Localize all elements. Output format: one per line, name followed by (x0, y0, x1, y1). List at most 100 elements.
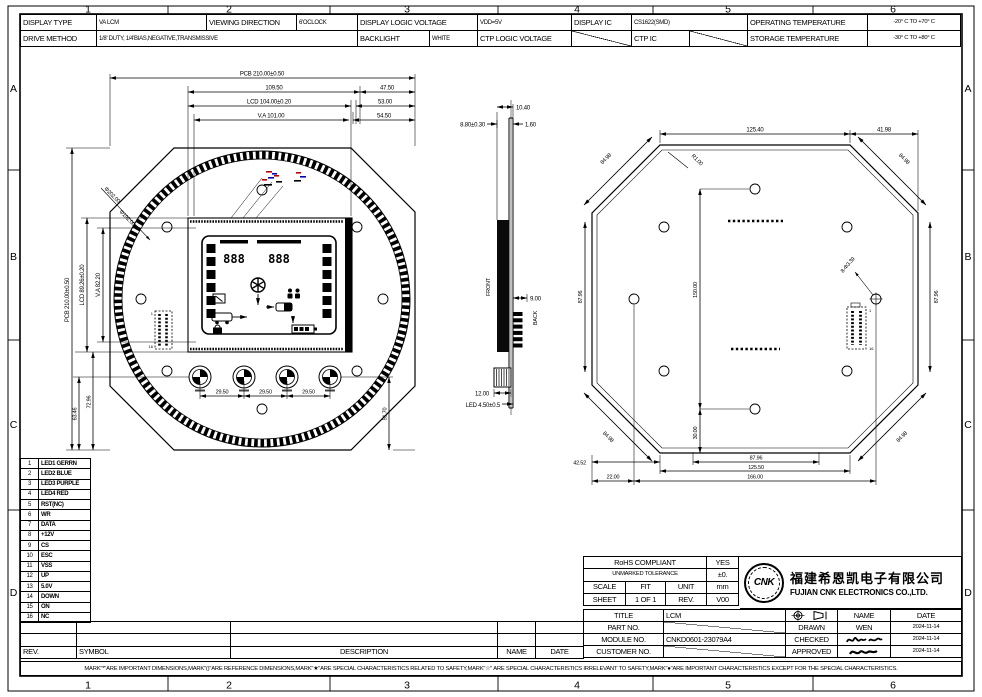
rev-value: V00 (707, 593, 739, 606)
tolerance-value: ±0. (707, 569, 739, 582)
revision-date-header: DATE (536, 646, 584, 659)
dim-label: V.A 82.20 (96, 272, 102, 297)
zone-row: B (10, 251, 17, 263)
side-dimension-labels: 10.40 8.80±0.30 1.60 FRONT BACK 9.00 12.… (460, 106, 542, 410)
side-back-label: BACK (533, 310, 539, 325)
pin-name: WR (39, 510, 91, 521)
dim-label: 12.00 (475, 392, 490, 398)
dim-label: PCB 210.00±0.50 (240, 72, 285, 78)
zone-row: B (964, 251, 971, 263)
dim-label: 8.80±0.30 (460, 123, 486, 129)
back-dimension-lines (583, 132, 932, 483)
sheet-label: SHEET (584, 593, 626, 606)
pin-no: 11 (21, 561, 39, 572)
charger-icon (212, 293, 226, 304)
revision-empty-cell (498, 634, 536, 647)
dim-label: 10.40 (516, 106, 531, 112)
lock-icon (213, 324, 222, 334)
dim-label: R1.00 (690, 153, 704, 167)
revision-rev-header: REV. (21, 646, 77, 659)
pin-name: LED2 BLUE (39, 469, 91, 480)
dim-label: LED 4.50±0.5 (466, 403, 501, 409)
segment-digits-left: 888 (223, 252, 245, 266)
dim-label: 29.50 (259, 390, 272, 396)
rohs-value: YES (707, 557, 739, 570)
spec-display-logic-voltage-label: DISPLAY LOGIC VOLTAGE (358, 15, 478, 31)
cnk-logo-text: CNK (753, 577, 775, 588)
pin-number: 1 (869, 308, 872, 313)
bar-graph-right-icon (322, 244, 332, 318)
front-dimension-lines (70, 76, 416, 451)
pin-number: 1 (151, 311, 154, 316)
rohs-label: RoHS COMPLIANT (584, 557, 707, 570)
front-view: 888 888 (65, 72, 416, 451)
module-no-label: MODULE NO. (584, 634, 664, 646)
revision-empty-cell (536, 634, 584, 647)
tolerance-label: UNMARKED TOLERANCE (584, 569, 707, 582)
spec-table: DISPLAY TYPE VA LCM VIEWING DIRECTION 6'… (20, 14, 962, 47)
dim-label: 53.00 (378, 100, 393, 106)
unit-value: mm (707, 581, 739, 594)
company-name-cn: 福建希恩凯电子有限公司 (790, 571, 945, 586)
pin-no: 15 (21, 602, 39, 613)
date-col-header: DATE (891, 610, 962, 622)
dim-label: LCD 104.00±0.20 (247, 100, 292, 106)
dim-label: 87.96 (934, 290, 940, 303)
spec-viewing-direction-value: 6'OCLOCK (297, 15, 358, 31)
side-knob (493, 367, 512, 388)
back-connector: 1 16 (846, 302, 874, 351)
zone-col: 5 (725, 680, 731, 692)
back-pcb-outline (591, 144, 919, 454)
fan-icon (250, 277, 266, 293)
front-knobs (188, 365, 342, 392)
back-mounting-holes (628, 183, 883, 415)
zone-col: 6 (890, 680, 896, 692)
zone-col: 1 (85, 4, 91, 16)
pin-name: LED1 GERRN (39, 459, 91, 470)
flow-arrows (232, 294, 296, 324)
pin-name: DATA (39, 520, 91, 531)
revision-empty-cell (21, 634, 77, 647)
checked-signature (838, 634, 891, 646)
pin-name: +12V (39, 530, 91, 541)
pin-name: CS (39, 541, 91, 552)
side-dimension-lines (487, 105, 528, 406)
sheet-value: 1 OF 1 (626, 593, 666, 606)
pin-no: 2 (21, 469, 39, 480)
pin-no: 6 (21, 510, 39, 521)
projection-symbol-icon (791, 610, 826, 621)
pin-name: DOWN (39, 592, 91, 603)
dim-label: 47.50 (380, 86, 395, 92)
pin-no: 8 (21, 530, 39, 541)
customer-no-label: CUSTOMER NO. (584, 646, 664, 658)
dim-label: Φ192.00 (118, 209, 136, 227)
company-name-en: FUJIAN CNK ELECTRONICS CO.,LTD. (790, 588, 928, 597)
battery-icon (291, 324, 317, 334)
revision-empty-cell (231, 622, 498, 635)
dim-label: 22.00 (607, 475, 620, 481)
spec-backlight-value: WHITE (430, 31, 478, 47)
dim-label: 84.98 (600, 153, 613, 166)
side-back-connector (513, 312, 523, 348)
dim-label: 41.98 (877, 128, 892, 134)
dim-label: 1.60 (525, 123, 537, 129)
zone-col: 4 (574, 4, 580, 16)
spec-operating-temp-value: -20° C TO +70° C (868, 15, 961, 31)
dim-label: 109.50 (265, 86, 283, 92)
zone-row: D (964, 587, 972, 599)
lcd-display-graphic: 888 888 (201, 235, 337, 335)
zone-col: 1 (85, 680, 91, 692)
dim-label: 63.46 (73, 407, 79, 420)
customer-no-value (664, 646, 786, 658)
zone-row: C (964, 419, 972, 431)
part-no-label: PART NO. (584, 622, 664, 634)
rev-label: REV. (666, 593, 707, 606)
dim-label: 72.96 (87, 395, 93, 408)
zone-row: D (10, 587, 18, 599)
dim-label: 125.50 (748, 465, 764, 471)
pin-name: LED3 PURPLE (39, 479, 91, 490)
pin-name: UP (39, 571, 91, 582)
pin-no: 10 (21, 551, 39, 562)
revision-empty-cell (231, 634, 498, 647)
zone-row: A (10, 83, 17, 95)
